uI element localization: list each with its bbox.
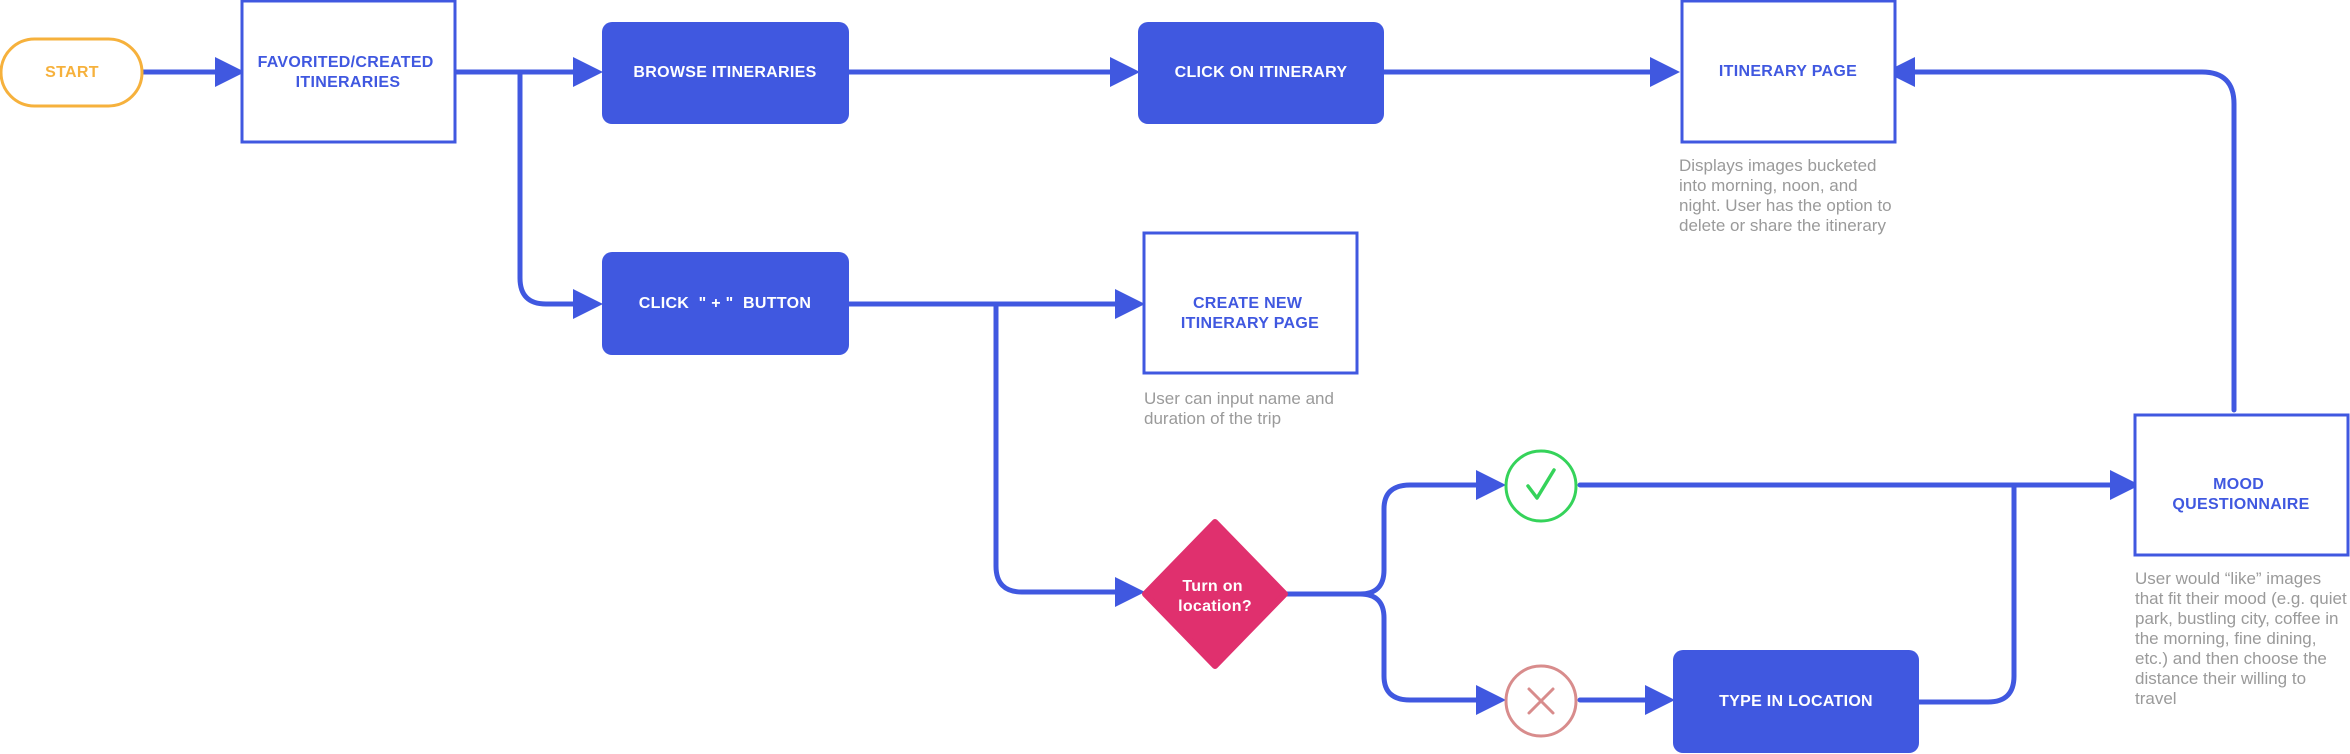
browse-itineraries-node[interactable]: BROWSE ITINERARIES [602,22,849,124]
click-on-itinerary-node[interactable]: CLICK ON ITINERARY [1138,22,1384,124]
checkmark-icon [1526,468,1556,500]
type-in-location-node[interactable]: TYPE IN LOCATION [1673,650,1919,753]
decision-label: Turn on location? [1178,578,1252,615]
browse-itineraries-label: BROWSE ITINERARIES [633,64,816,81]
itinerary-page-note: Displays images bucketed into morning, n… [1679,156,1892,235]
connector-click-plus-to-decision [993,301,1145,607]
turn-on-location-decision[interactable]: Turn on location? [1142,519,1288,669]
favorited-created-itineraries-node[interactable]: FAVORITED/CREATED ITINERARIES [240,0,457,144]
click-plus-button-label: CLICK " + " BUTTON [639,295,811,312]
create-new-label: CREATE NEW ITINERARY PAGE [1181,295,1319,332]
start-label: START [45,64,99,81]
click-plus-button-node[interactable]: CLICK " + " BUTTON [602,252,849,355]
mood-questionnaire-note: User would “like” images that fit their … [2135,569,2347,708]
yes-option[interactable] [1504,449,1578,523]
mood-questionnaire-label: MOOD QUESTIONNAIRE [2172,476,2309,513]
connector-favorited-to-click-plus [517,69,603,319]
connector-decision-to-yes [1281,470,1506,597]
connector-mood-to-itinerary-page [1885,57,2237,413]
no-option[interactable] [1504,664,1578,738]
start-node[interactable]: START [0,37,144,108]
click-on-itinerary-label: CLICK ON ITINERARY [1175,64,1348,81]
connector-type-location-to-mood [1915,482,2017,705]
type-in-location-label: TYPE IN LOCATION [1719,693,1873,710]
mood-questionnaire-node[interactable]: MOOD QUESTIONNAIRE [2133,413,2350,557]
connector-decision-to-no [1357,591,1506,715]
itinerary-page-label: ITINERARY PAGE [1719,63,1857,80]
favorited-label: FAVORITED/CREATED ITINERARIES [258,54,439,91]
create-new-itinerary-note: User can input name and duration of the … [1144,389,1334,428]
itinerary-page-node[interactable]: ITINERARY PAGE [1680,0,1897,144]
x-icon [1527,687,1555,715]
create-new-itinerary-page-node[interactable]: CREATE NEW ITINERARY PAGE [1142,231,1359,375]
